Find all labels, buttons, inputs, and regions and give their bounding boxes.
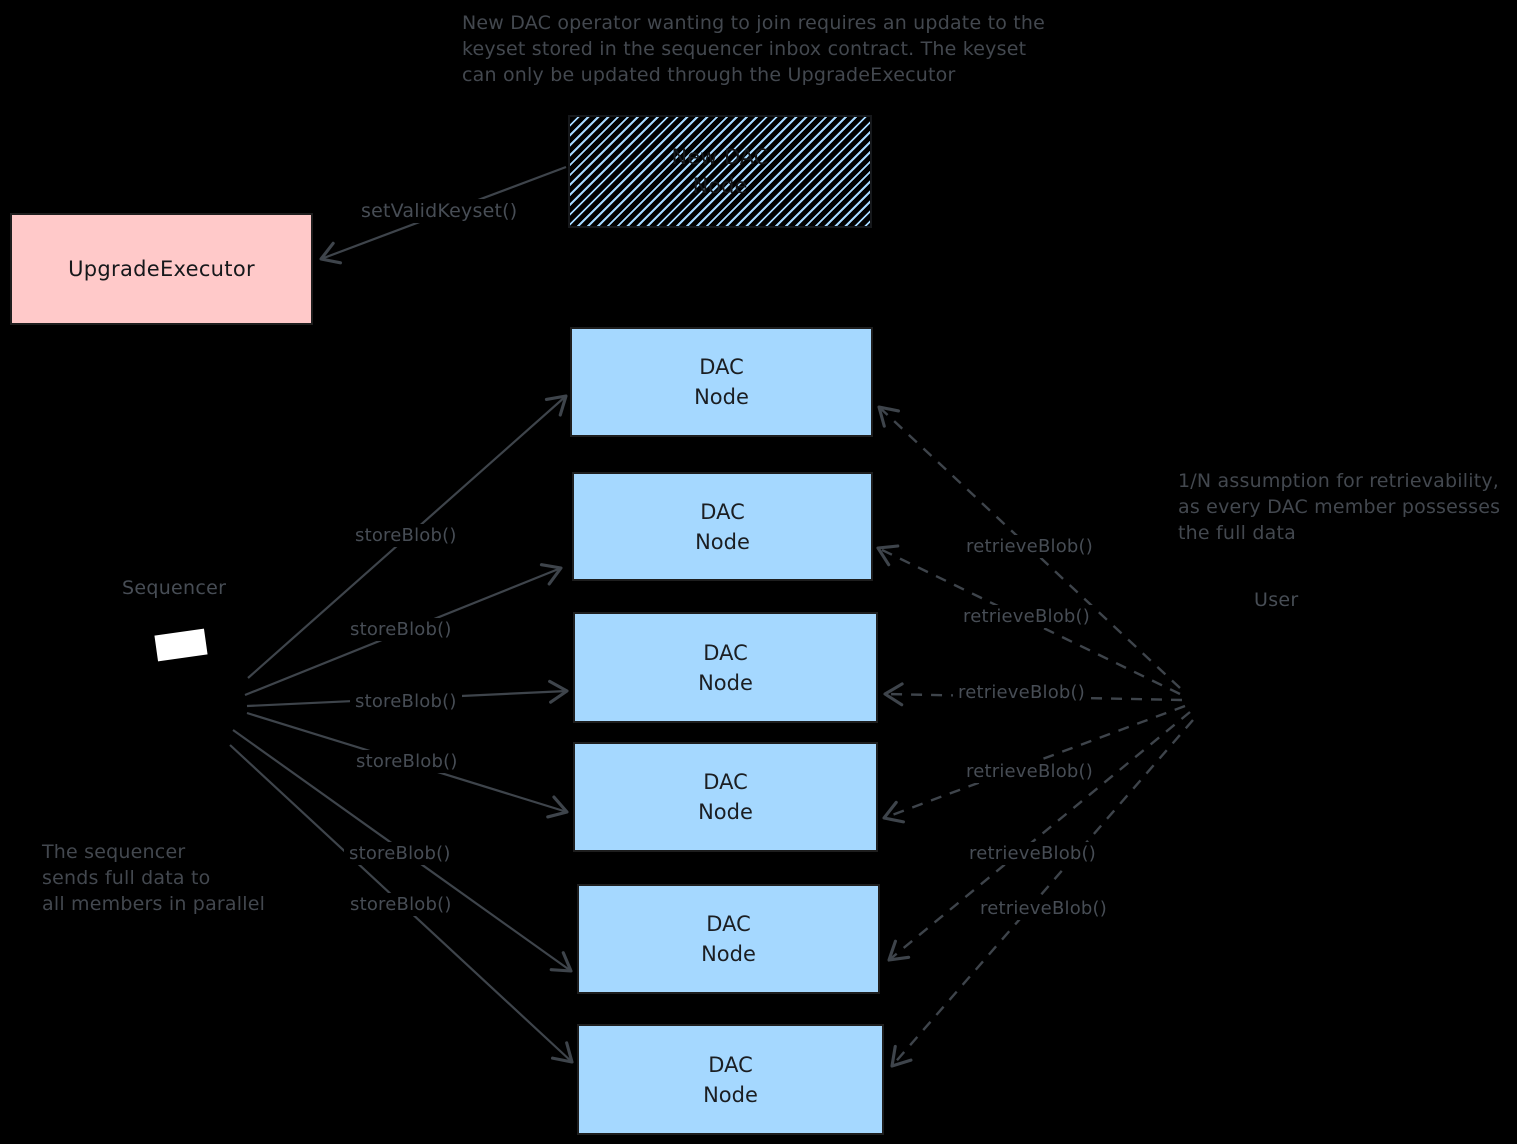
dac-node-label: DAC Node bbox=[694, 355, 749, 409]
edge-label-storeblob-3: storeBlob() bbox=[350, 690, 462, 713]
edge-label-storeblob-2: storeBlob() bbox=[345, 618, 457, 641]
dac-node-label: DAC Node bbox=[698, 770, 753, 824]
new-dac-node-box: New DAC Node bbox=[568, 115, 872, 228]
edge-label-retrieveblob-3: retrieveBlob() bbox=[953, 681, 1090, 704]
edge-label-storeblob-5: storeBlob() bbox=[344, 842, 456, 865]
new-dac-node-label: New DAC Node bbox=[671, 144, 769, 198]
dac-node-label: DAC Node bbox=[698, 640, 753, 695]
edge-label-retrieveblob-5: retrieveBlob() bbox=[964, 842, 1101, 865]
edge-label-retrieveblob-6: retrieveBlob() bbox=[975, 897, 1112, 920]
dac-node-box-2: DAC Node bbox=[572, 472, 873, 581]
dac-node-label: DAC Node bbox=[701, 912, 756, 966]
dac-node-box-4: DAC Node bbox=[573, 742, 878, 852]
edge-label-retrieveblob-4: retrieveBlob() bbox=[961, 760, 1098, 783]
dac-node-label: DAC Node bbox=[695, 499, 750, 554]
sequencer-label: Sequencer bbox=[122, 577, 227, 599]
note-retrievability: 1/N assumption for retrievability, as ev… bbox=[1178, 470, 1501, 544]
edge-label-setvalidkeyset: setValidKeyset() bbox=[356, 199, 523, 223]
edge-label-storeblob-1: storeBlob() bbox=[350, 524, 462, 547]
dac-node-box-6: DAC Node bbox=[577, 1024, 884, 1135]
note-keyset-update: New DAC operator wanting to join require… bbox=[462, 12, 1046, 86]
arrow-retrieveblob-5 bbox=[887, 711, 1191, 962]
dac-node-box-5: DAC Node bbox=[577, 884, 880, 994]
edge-label-storeblob-4: storeBlob() bbox=[351, 750, 463, 773]
sequencer-screen-icon bbox=[154, 628, 208, 662]
dac-node-box-1: DAC Node bbox=[570, 327, 873, 437]
note-parallel-send: The sequencer sends full data to all mem… bbox=[42, 841, 266, 915]
upgrade-executor-label: UpgradeExecutor bbox=[68, 257, 255, 281]
dac-node-box-3: DAC Node bbox=[573, 612, 878, 723]
edge-label-retrieveblob-2: retrieveBlob() bbox=[958, 605, 1095, 628]
upgrade-executor-box: UpgradeExecutor bbox=[10, 213, 313, 325]
user-label: User bbox=[1254, 589, 1299, 611]
edge-label-retrieveblob-1: retrieveBlob() bbox=[961, 535, 1098, 558]
edge-label-storeblob-6: storeBlob() bbox=[345, 893, 457, 916]
dac-node-label: DAC Node bbox=[703, 1052, 758, 1107]
